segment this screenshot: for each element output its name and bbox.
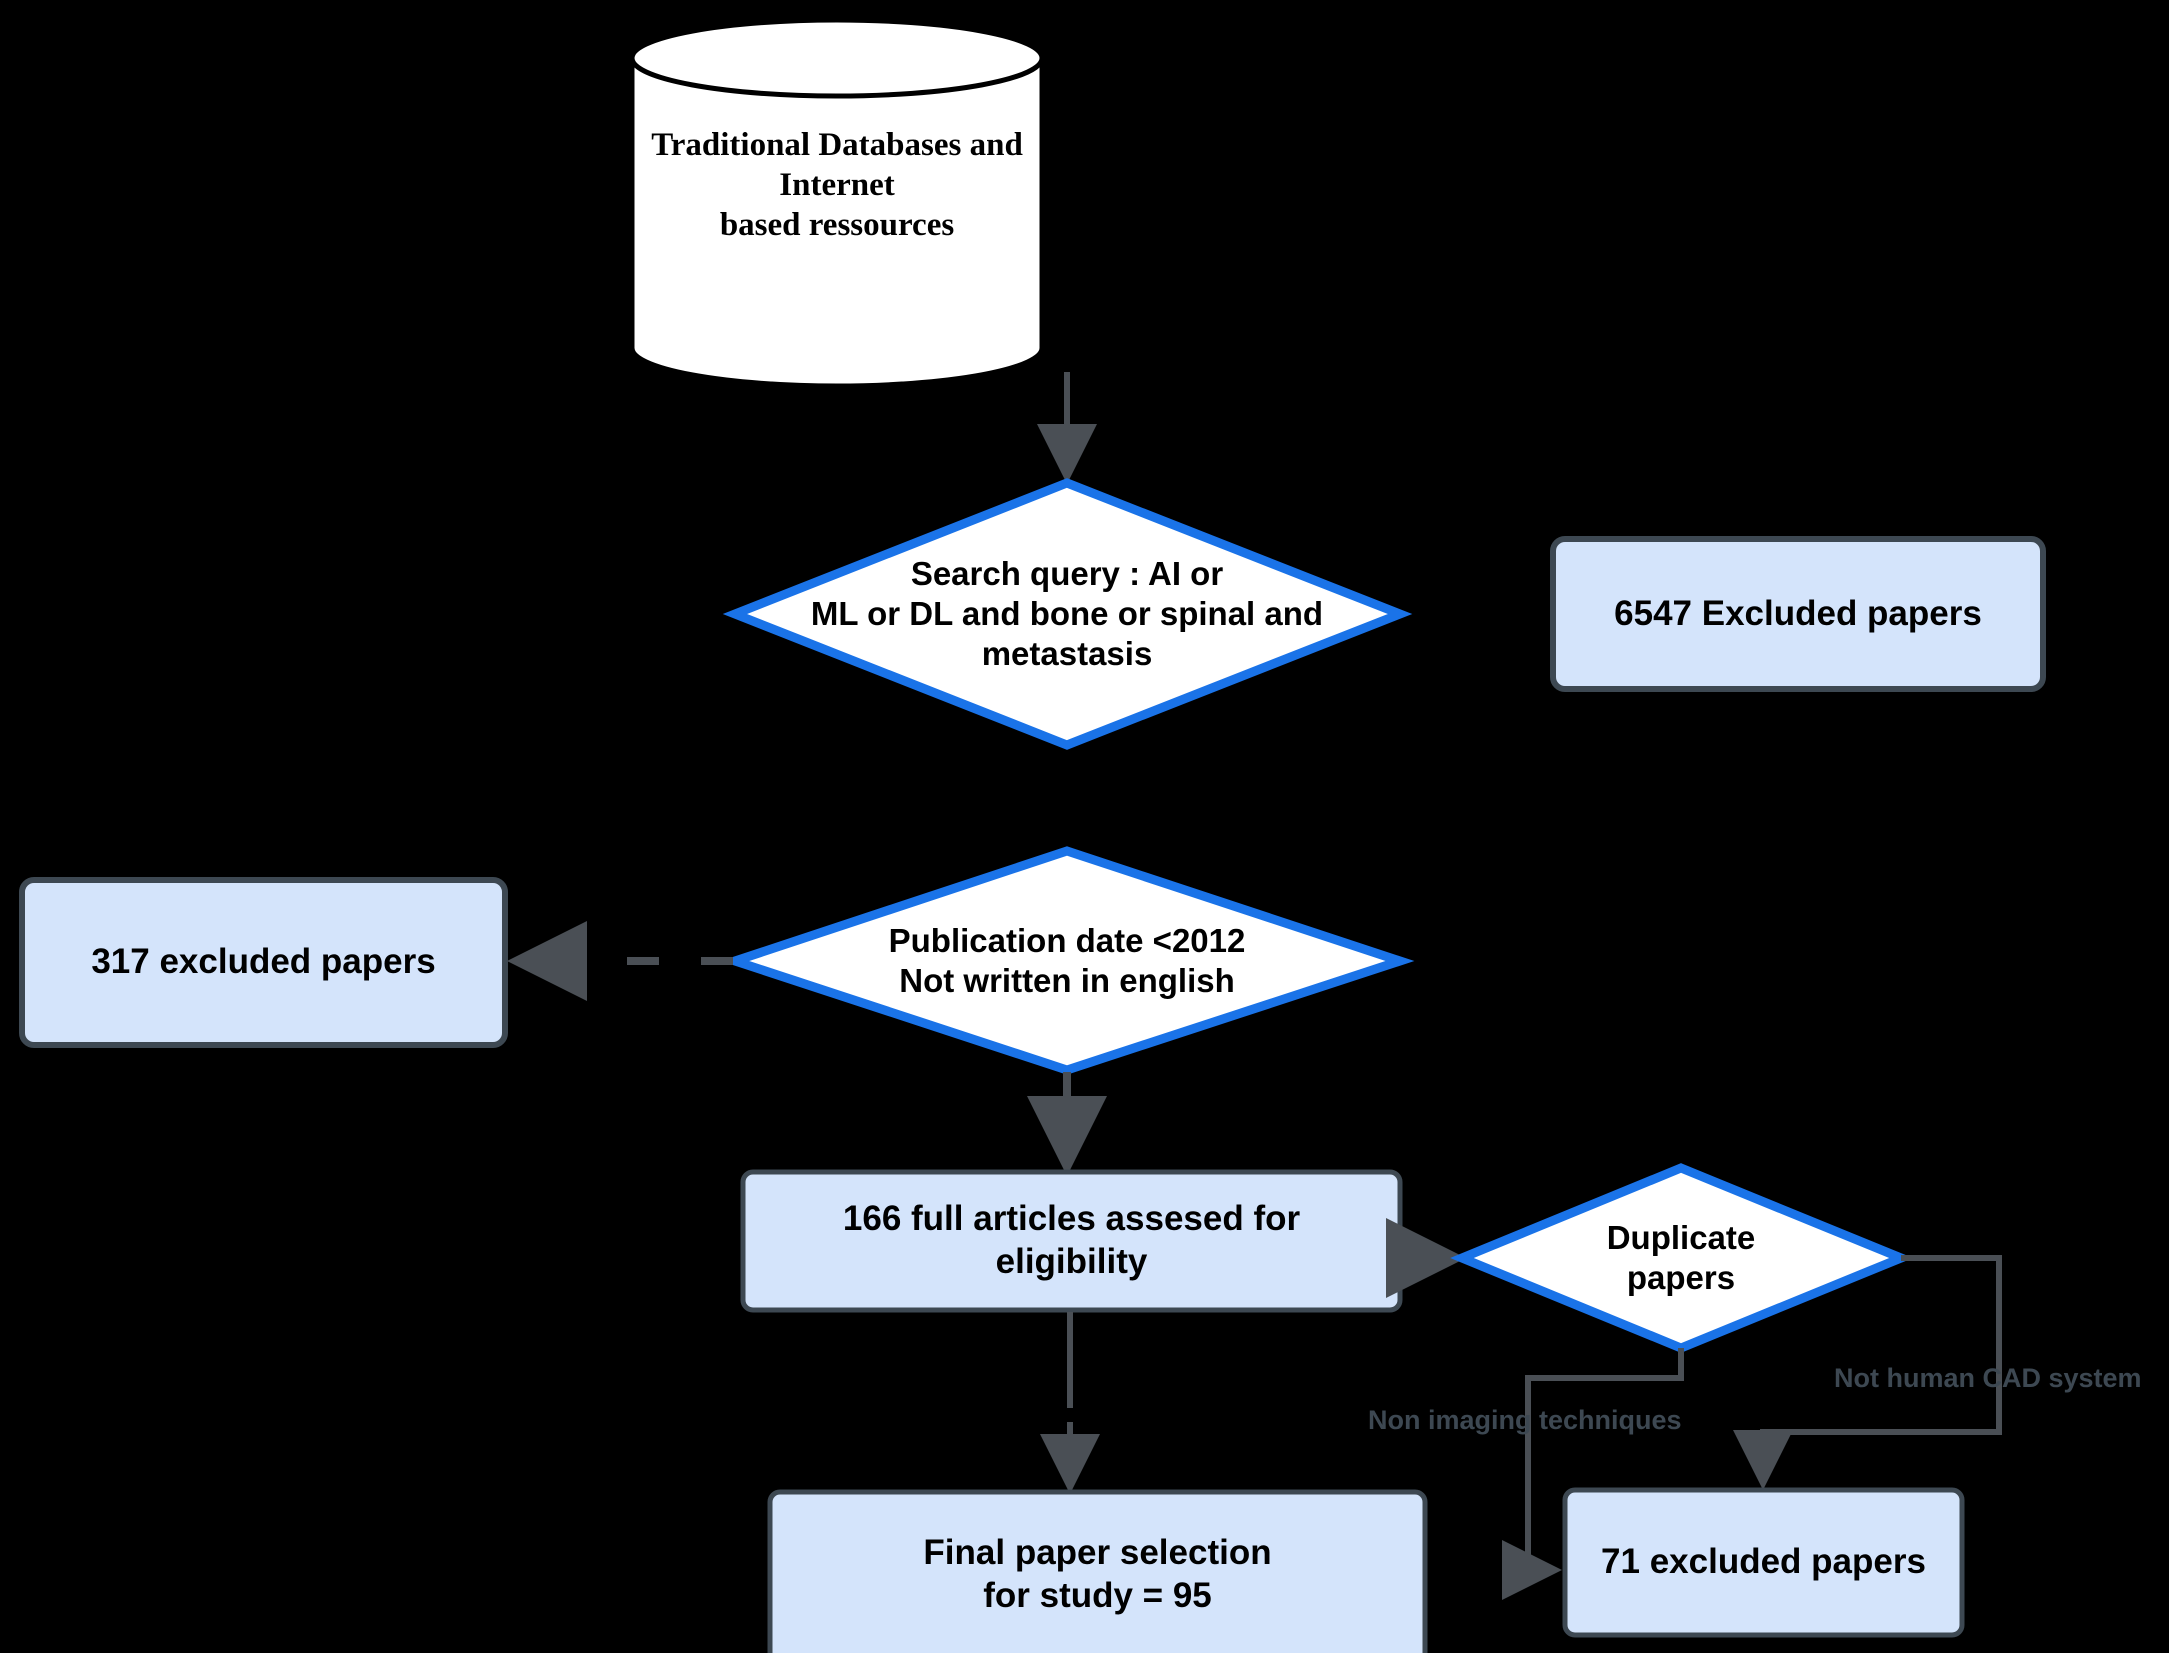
node-excluded-6547-shape	[1550, 536, 2046, 692]
node-source-database-shape	[629, 17, 1045, 389]
node-excluded-317-shape	[19, 877, 508, 1048]
node-search-query-shape	[722, 478, 1413, 750]
node-full-articles-shape	[740, 1169, 1403, 1313]
edge-label-not-human-cad-system: Not human CAD system	[1834, 1363, 2142, 1393]
node-final-selection-shape	[767, 1489, 1428, 1653]
node-duplicate-papers-shape	[1450, 1163, 1913, 1353]
node-excluded-71-shape	[1562, 1487, 1965, 1638]
connector-duplicate-non-imaging	[1502, 1348, 1684, 1600]
edge-label-non-imaging-techniques: Non imaging techniques	[1368, 1405, 1682, 1435]
node-publication-filter-shape	[720, 846, 1415, 1075]
connector-duplicate-not-human-cad	[1733, 1255, 2002, 1490]
